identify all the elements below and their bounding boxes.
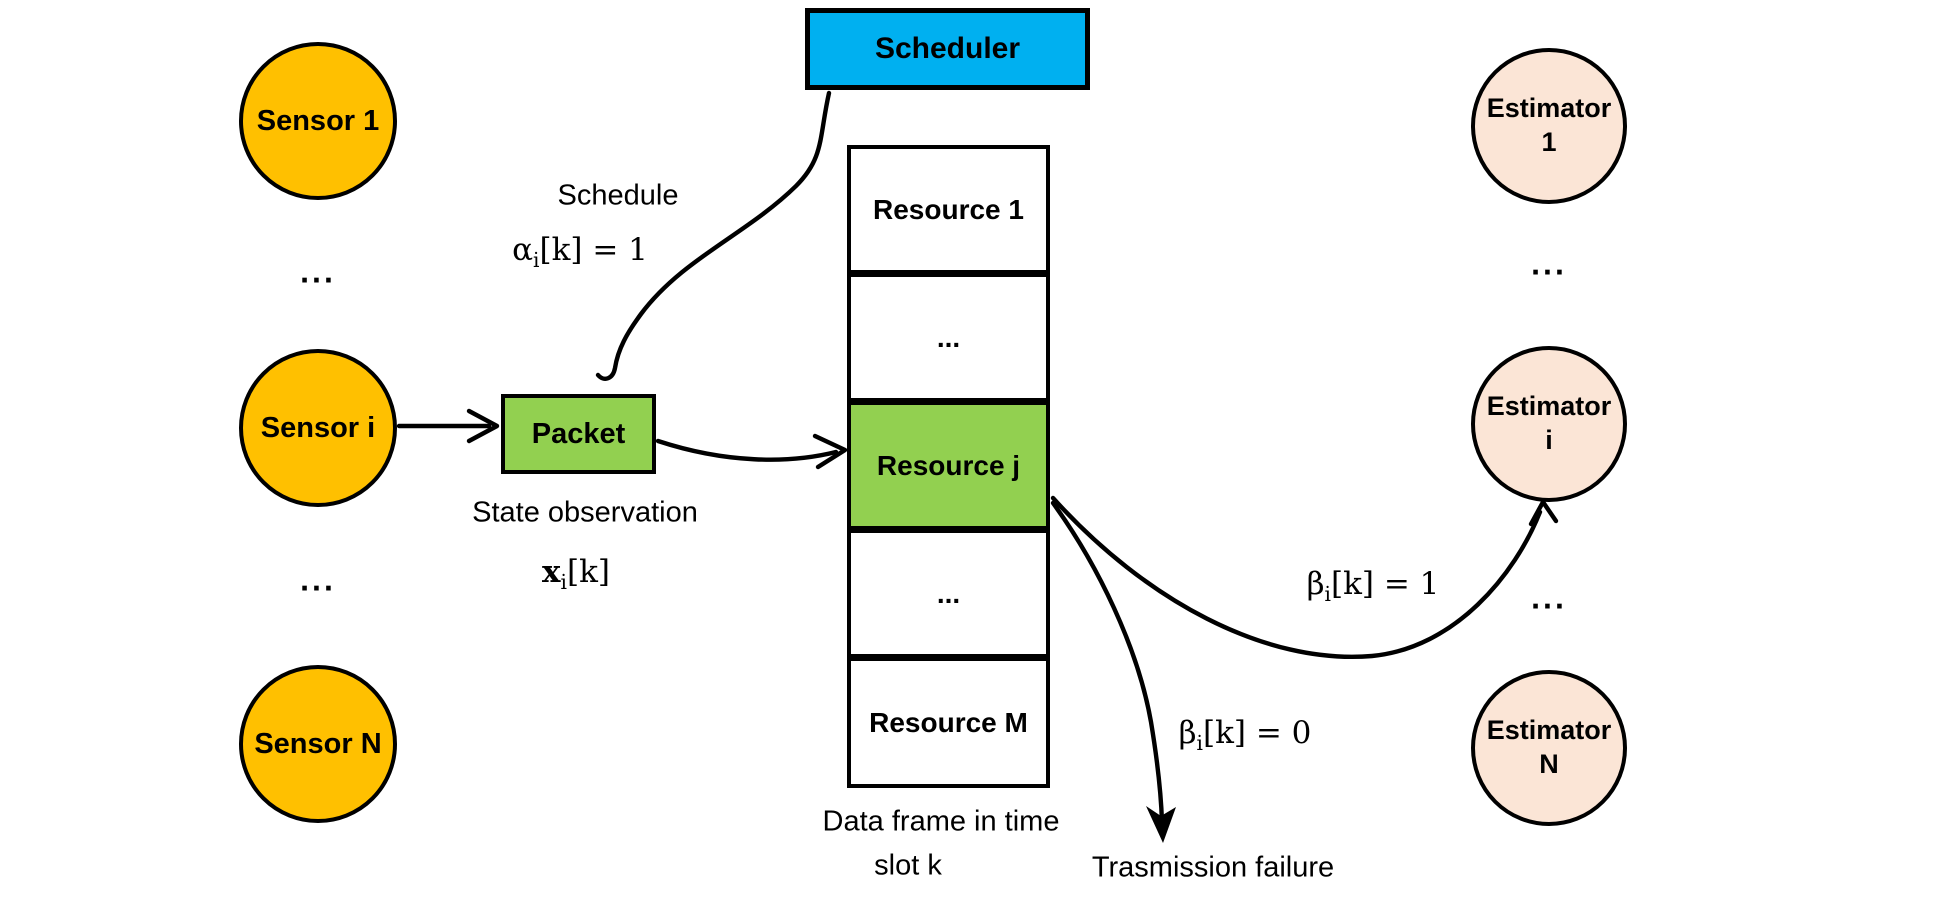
sensor-n-node: Sensor N [239, 665, 397, 823]
estimator-1-node: Estimator 1 [1471, 48, 1627, 204]
estimator-n-node: Estimator N [1471, 670, 1627, 826]
sensors-ellipsis-top: ... [300, 253, 336, 290]
schedule-label: Schedule [557, 179, 679, 212]
estimator-i-node: Estimator i [1471, 346, 1627, 502]
resource-estimator-arrowhead [1528, 499, 1559, 527]
resource-failure-arrowhead [1146, 806, 1176, 843]
resource-cell-highlighted: Resource j [847, 401, 1050, 530]
estimator-n-label: Estimator N [1486, 715, 1612, 779]
state-observation-label: State observation [472, 496, 698, 529]
estimator-1-label: Estimator 1 [1486, 93, 1612, 157]
sensor-n-label: Sensor N [254, 727, 382, 760]
resource-cell: Resource 1 [847, 145, 1050, 274]
resource-estimator-arrow [1050, 495, 1543, 659]
sensor-1-node: Sensor 1 [239, 42, 397, 200]
resource-cell: ... [847, 273, 1050, 402]
sensor-i-node: Sensor i [239, 349, 397, 507]
estimators-ellipsis-bottom: ... [1531, 579, 1567, 616]
sensors-ellipsis-bottom: ... [300, 561, 336, 598]
data-frame-caption-line2: slot k [874, 849, 942, 882]
sensor-1-label: Sensor 1 [256, 104, 380, 137]
scheduler-label: Scheduler [874, 32, 1021, 65]
resource-cell: Resource M [847, 657, 1050, 788]
packet-resource-arrowhead [812, 433, 848, 470]
beta-success-label: βi[k] = 1 [1306, 565, 1440, 607]
packet-label: Packet [531, 417, 626, 450]
transmission-failure-label: Trasmission failure [1091, 851, 1335, 884]
estimator-i-label: Estimator i [1486, 391, 1612, 455]
alpha-schedule-label: αi[k] = 1 [512, 231, 648, 273]
resource-cell: ... [847, 529, 1050, 658]
data-frame-stack: Resource 1 ... Resource j ... Resource M [847, 145, 1050, 788]
state-vector-label: xi[k] [542, 553, 610, 595]
estimators-ellipsis-top: ... [1531, 245, 1567, 282]
beta-failure-label: βi[k] = 0 [1178, 714, 1312, 756]
data-frame-caption-line1: Data frame in time [822, 805, 1060, 838]
resource-failure-arrow [1050, 500, 1165, 825]
sensor-i-label: Sensor i [260, 411, 376, 444]
scheduler-node: Scheduler [805, 8, 1090, 90]
sensor-packet-arrowhead [466, 408, 500, 444]
packet-resource-arrow [655, 438, 839, 462]
packet-node: Packet [501, 394, 656, 474]
